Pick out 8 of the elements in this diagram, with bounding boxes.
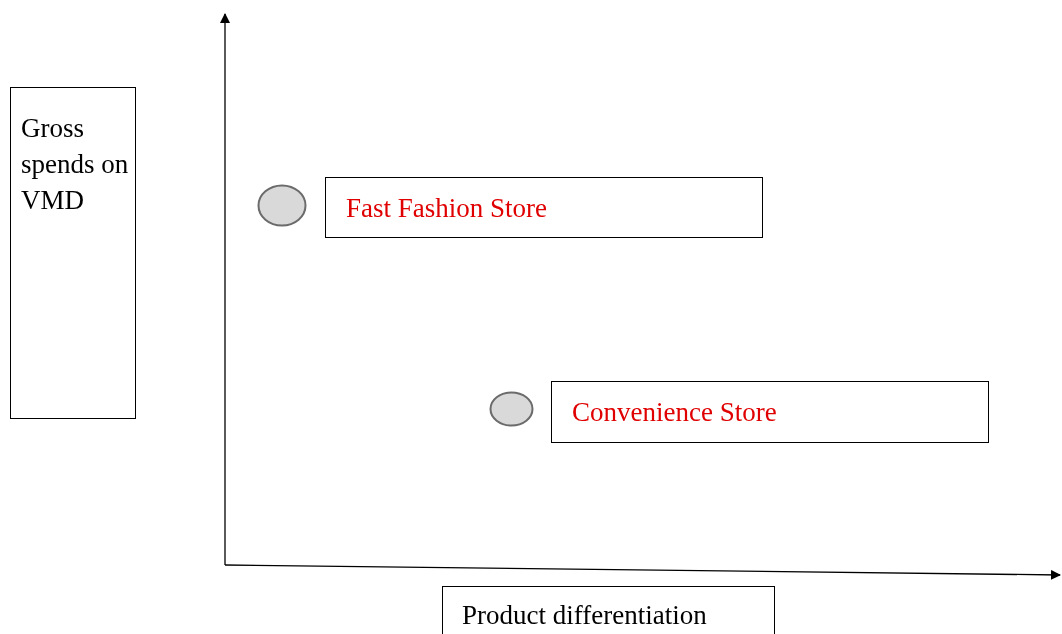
axis-label-box <box>10 87 136 419</box>
axis-label-box <box>442 586 775 634</box>
category-box <box>325 177 763 238</box>
label-text: Gross spends on VMD <box>21 112 130 217</box>
label-text: Fast Fashion Store <box>346 192 548 225</box>
label-text: Convenience Store <box>572 396 778 429</box>
label-text: Product differentiation <box>462 599 708 632</box>
category-box <box>551 381 989 443</box>
